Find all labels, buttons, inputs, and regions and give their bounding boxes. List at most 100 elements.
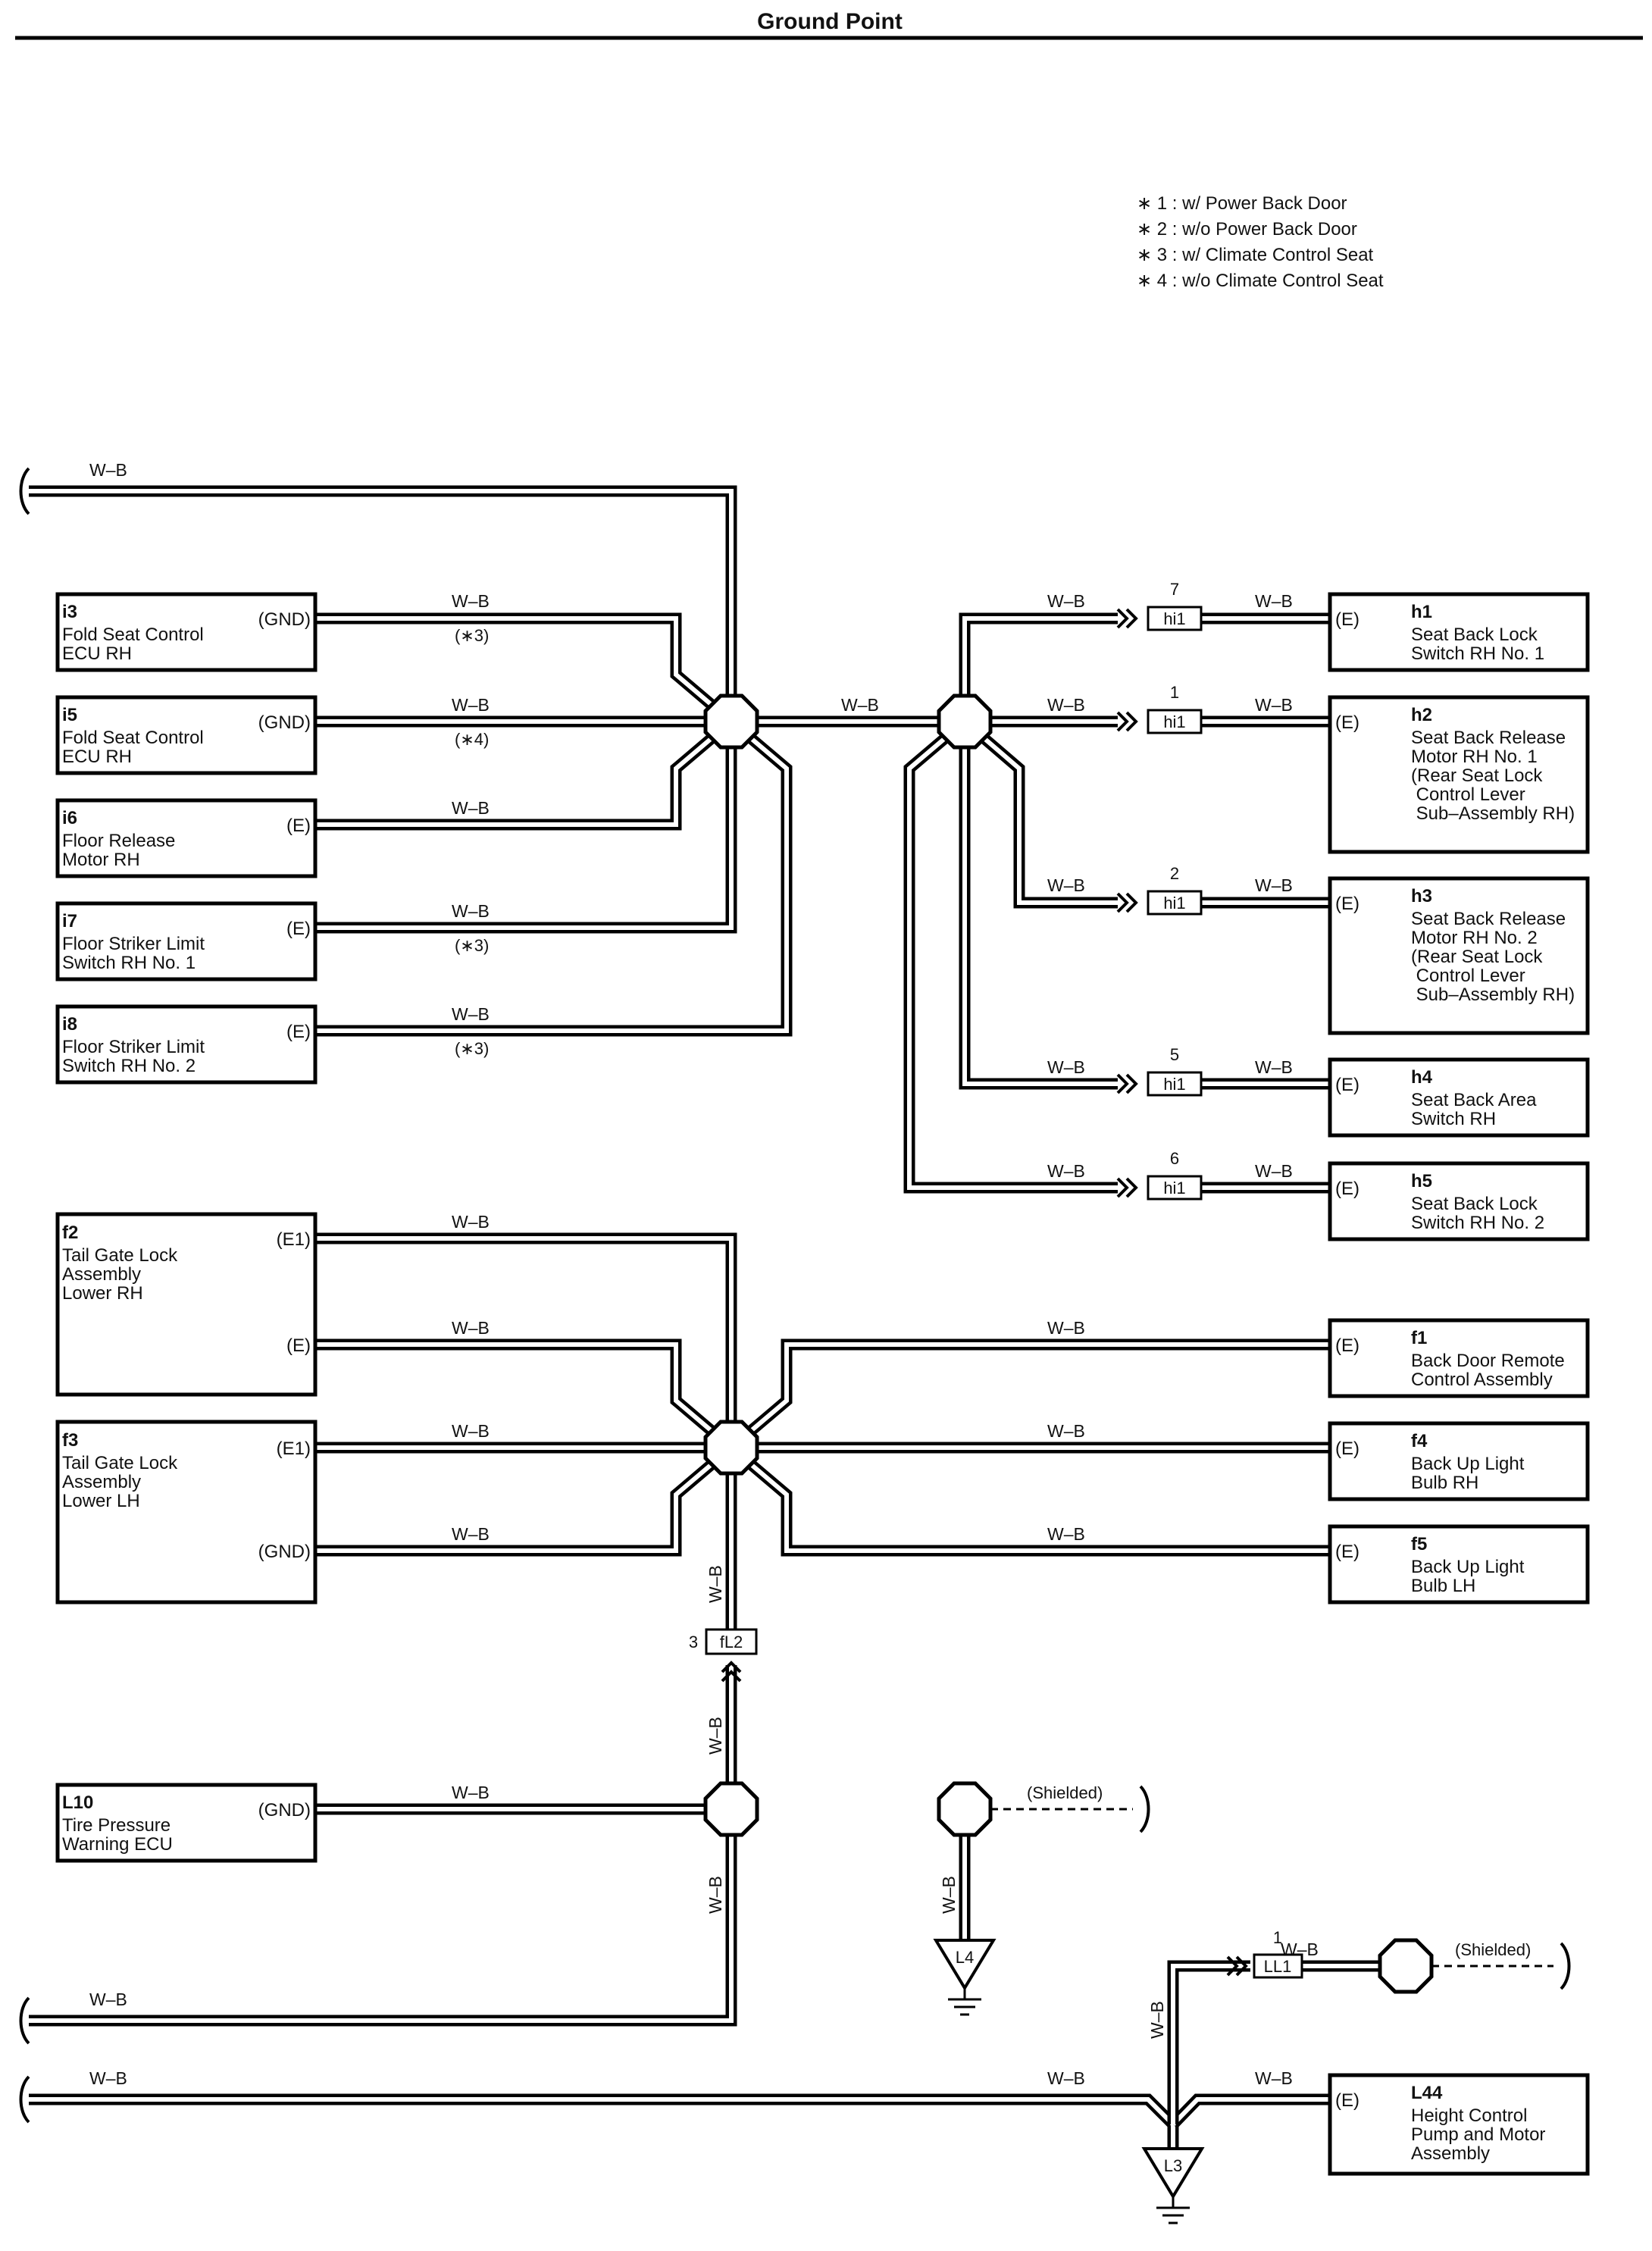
wire-label-vertical: W–B [939,1876,959,1914]
wire-label-vertical: W–B [706,1717,725,1755]
wire-label: W–B [1255,2068,1293,2088]
svg-text:Sub–Assembly RH): Sub–Assembly RH) [1411,985,1575,1005]
svg-text:ECU RH: ECU RH [62,747,132,767]
connector-hi1-group: hi1 7 hi1 1 hi1 2 hi1 5 hi1 6 [1116,580,1203,1201]
svg-text:(E): (E) [286,919,311,939]
svg-text:6: 6 [1170,1149,1179,1168]
variant-note: (∗3) [455,626,489,645]
wire-label: W–B [1047,695,1085,715]
wire-break-mark [19,1996,30,2045]
connector-hi1: hi1 5 [1116,1045,1203,1097]
wire-label: W–B [1255,695,1293,715]
svg-text:i6: i6 [62,808,77,828]
shield-ground-junction [1378,1938,1434,1994]
svg-text:LL1: LL1 [1264,1957,1292,1976]
component-i3: i3 Fold Seat Control ECU RH (GND) [55,592,318,672]
svg-text:Floor Striker Limit: Floor Striker Limit [62,934,205,954]
svg-text:(GND): (GND) [258,1542,311,1562]
svg-text:Pump and Motor: Pump and Motor [1411,2124,1545,2145]
shielded-label: (Shielded) [1027,1783,1103,1802]
junctions [703,693,1434,1994]
wire-label-vertical: W–B [706,1876,725,1914]
svg-text:L4: L4 [956,1948,974,1967]
shielded-label: (Shielded) [1455,1940,1531,1959]
wire-break-mark [19,2075,30,2124]
svg-text:Switch RH No. 1: Switch RH No. 1 [1411,643,1544,664]
svg-text:i5: i5 [62,705,77,725]
svg-text:f2: f2 [62,1223,78,1243]
svg-text:(E1): (E1) [277,1439,311,1459]
component-i5: i5 Fold Seat Control ECU RH (GND) [55,695,318,775]
svg-text:Tire Pressure: Tire Pressure [62,1815,171,1836]
svg-text:Seat Back Lock: Seat Back Lock [1411,625,1538,645]
svg-text:f5: f5 [1411,1534,1427,1554]
svg-text:7: 7 [1170,580,1179,599]
svg-text:Fold Seat Control: Fold Seat Control [62,728,204,748]
component-L44: (E) L44 Height Control Pump and Motor As… [1328,2073,1590,2176]
svg-text:(E): (E) [286,1335,311,1356]
note-2: ∗ 2 : w/o Power Back Door [1137,219,1357,240]
component-i6: i6 Floor Release Motor RH (E) [55,798,318,878]
wire-label: W–B [89,2068,127,2088]
svg-text:(E): (E) [1335,1335,1359,1356]
svg-text:5: 5 [1170,1045,1179,1064]
svg-text:1: 1 [1273,1928,1282,1947]
svg-text:f3: f3 [62,1430,78,1451]
svg-text:Motor RH: Motor RH [62,850,140,870]
svg-text:h4: h4 [1411,1067,1433,1088]
wire-label: W–B [1047,875,1085,895]
svg-text:(GND): (GND) [258,712,311,733]
svg-text:Floor Release: Floor Release [62,831,175,851]
svg-text:hi1: hi1 [1163,609,1185,628]
wire-label: W–B [452,798,490,818]
svg-text:hi1: hi1 [1163,1179,1185,1198]
connector-hi1: hi1 7 [1116,580,1203,631]
svg-text:h1: h1 [1411,602,1432,622]
svg-text:i3: i3 [62,602,77,622]
connector-fL2: fL2 3 [689,1628,758,1683]
svg-text:Tail Gate Lock: Tail Gate Lock [62,1245,178,1266]
wire-label: W–B [452,591,490,611]
svg-text:(E): (E) [286,816,311,836]
svg-text:(E): (E) [1335,894,1359,914]
svg-text:(E): (E) [1335,1542,1359,1562]
variant-note: (∗3) [455,1039,489,1058]
wire-label: W–B [452,901,490,921]
svg-text:2: 2 [1170,864,1179,883]
svg-text:3: 3 [689,1633,698,1651]
wire-label: W–B [452,1004,490,1024]
wire-label: W–B [1047,1318,1085,1338]
component-f5: (E) f5 Back Up Light Bulb LH [1328,1524,1590,1605]
svg-text:Motor RH No. 2: Motor RH No. 2 [1411,928,1538,948]
variant-note: (∗3) [455,936,489,955]
wire-label-vertical: W–B [706,1565,725,1603]
wire-label-vertical: W–B [1147,2001,1167,2039]
note-4: ∗ 4 : w/o Climate Control Seat [1137,271,1384,291]
svg-text:L10: L10 [62,1792,93,1813]
component-h1: (E) h1 Seat Back Lock Switch RH No. 1 [1328,592,1590,672]
svg-text:f1: f1 [1411,1328,1427,1348]
component-h2: (E) h2 Seat Back Release Motor RH No. 1 … [1328,695,1590,854]
wire-break-mark [19,467,30,515]
component-h4: (E) h4 Seat Back Area Switch RH [1328,1057,1590,1138]
wire-label: W–B [452,1783,490,1802]
wire-label: W–B [1255,1057,1293,1077]
wire-label: W–B [452,695,490,715]
svg-text:Assembly: Assembly [1411,2143,1490,2164]
ground-junction [703,693,759,750]
svg-text:Seat Back Release: Seat Back Release [1411,728,1566,748]
ground-junction [937,693,993,750]
wire-label: W–B [1047,1161,1085,1181]
component-f1: (E) f1 Back Door Remote Control Assembly [1328,1318,1590,1398]
svg-text:Seat Back Release: Seat Back Release [1411,909,1566,929]
svg-text:Switch RH No. 2: Switch RH No. 2 [62,1056,196,1076]
connector-hi1: hi1 2 [1116,864,1203,916]
component-h3: (E) h3 Seat Back Release Motor RH No. 2 … [1328,876,1590,1035]
wire-label: W–B [1047,1421,1085,1441]
svg-text:Control Lever: Control Lever [1411,966,1525,986]
shield-ground-junction [937,1781,993,1837]
svg-text:fL2: fL2 [720,1633,743,1651]
component-i7: i7 Floor Striker Limit Switch RH No. 1 (… [55,901,318,981]
svg-text:Bulb LH: Bulb LH [1411,1576,1475,1596]
